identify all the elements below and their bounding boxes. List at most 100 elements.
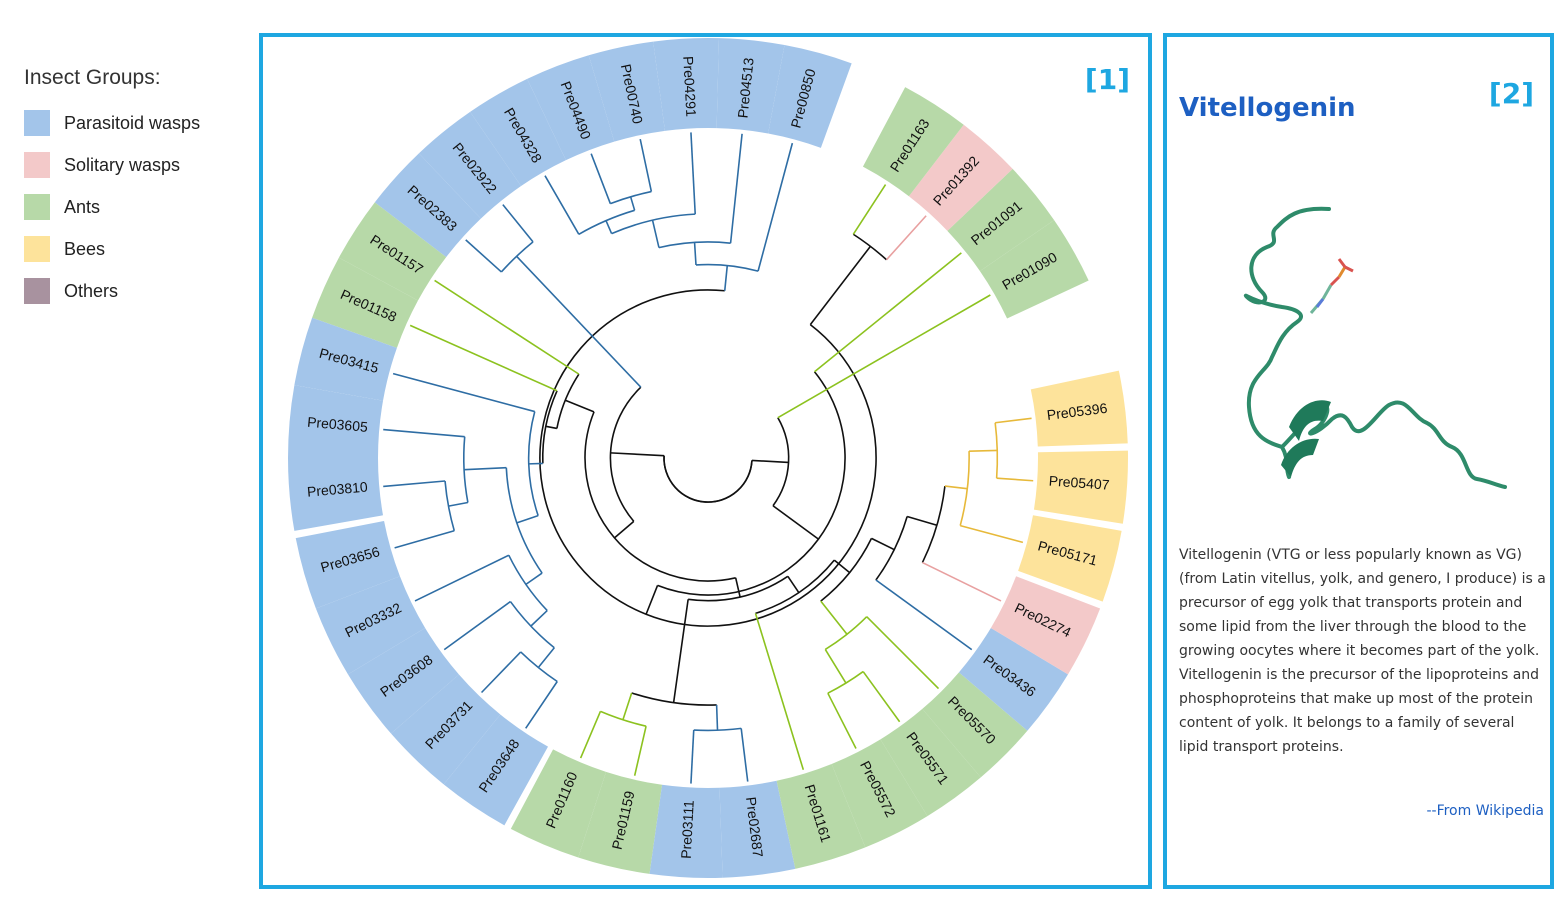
legend-title: Insect Groups: [24, 66, 161, 89]
ring-sector-Pre05396 [1030, 370, 1128, 447]
branch-edge-n33 [610, 452, 665, 457]
leaf-label-Pre04291[interactable]: Pre04291 [680, 56, 699, 118]
branch-edge-Pre05171 [960, 524, 1024, 544]
ring-sector-Pre02274 [990, 576, 1101, 675]
branch-edge-Pre03608 [443, 600, 511, 651]
branch-edge-Pre05570 [866, 616, 940, 690]
branch-edge-Pre01160 [579, 711, 602, 759]
branch-edge-Pre02687 [740, 728, 749, 782]
branch-arc-n4 [658, 241, 731, 249]
branch-edge-n28 [516, 514, 539, 524]
legend-swatch [24, 152, 50, 178]
branch-arc-n11 [959, 451, 970, 526]
protein-info-panel: [2] Vitellogenin Vitellogenin (VTG or le… [1163, 33, 1554, 889]
branch-edge-Pre03656 [394, 529, 455, 549]
ring-sector-Pre01158 [312, 257, 418, 348]
ring-sector-Pre01392 [908, 124, 1013, 231]
branch-edge-n32 [613, 520, 635, 539]
branch-edge-n14 [824, 648, 847, 684]
legend-label: Ants [64, 196, 101, 217]
legend-item-solitary[interactable]: Solitary wasps [24, 144, 244, 186]
leaf-label-Pre05396[interactable]: Pre05396 [1046, 400, 1108, 423]
panel-tag-2: [2] [1488, 77, 1534, 110]
branch-edge-Pre01163 [852, 184, 887, 235]
branch-edge-n20 [672, 599, 689, 703]
branch-edge-Pre02922 [502, 204, 534, 243]
ring-sector-Pre01159 [578, 771, 663, 874]
ring-sector-Pre03436 [958, 627, 1069, 731]
ring-sector-Pre05171 [1018, 515, 1122, 602]
insect-groups-legend: Insect Groups: Parasitoid wasps Solitary… [24, 66, 244, 312]
legend-item-ants[interactable]: Ants [24, 186, 244, 228]
leaf-label-Pre02687[interactable]: Pre02687 [743, 796, 766, 858]
leaf-label-Pre03810[interactable]: Pre03810 [306, 478, 368, 499]
ring-sector-Pre05572 [831, 739, 928, 848]
branch-edge-Pre05571 [862, 671, 901, 723]
source-link[interactable]: --From Wikipedia [1426, 803, 1544, 819]
legend-label: Solitary wasps [64, 154, 181, 175]
branch-arc-n13 [875, 516, 908, 581]
branch-edge-n7 [645, 585, 659, 615]
branch-arc-n31 [556, 373, 580, 429]
ring-sector-Pre03648 [443, 714, 549, 826]
branch-edge-Pre03436 [875, 579, 973, 651]
ring-sector-Pre03415 [294, 317, 397, 401]
ring-sector-Pre00850 [768, 45, 852, 148]
ring-sector-Pre01160 [510, 749, 607, 858]
ring-sector-Pre05570 [922, 672, 1028, 778]
ring-sector-Pre02922 [418, 111, 522, 219]
ring-sector-Pre02687 [719, 780, 796, 878]
legend-item-others[interactable]: Others [24, 270, 244, 312]
ring-sector-Pre05407 [1033, 450, 1128, 524]
branch-edge-n26 [530, 610, 548, 627]
branch-edge-Pre02274 [922, 561, 1002, 602]
branch-edge-Pre01158 [409, 324, 558, 392]
branch-edge-n4 [693, 242, 697, 265]
branch-edge-n18 [715, 704, 719, 731]
branch-edge-Pre01392 [885, 215, 927, 261]
ring-sector-Pre04490 [527, 55, 615, 161]
branch-edge-n21 [734, 577, 741, 598]
branch-edge-Pre03332 [414, 554, 510, 602]
branch-edge-Pre01157 [434, 279, 580, 375]
leaf-label-Pre03111[interactable]: Pre03111 [678, 800, 697, 860]
branch-edge-Pre03111 [690, 730, 695, 784]
branch-edge-n13 [871, 537, 895, 551]
branch-edge-Pre04513 [729, 133, 743, 244]
legend-item-bees[interactable]: Bees [24, 228, 244, 270]
leaf-label-Pre04513[interactable]: Pre04513 [734, 57, 756, 119]
branch-edge-n15 [820, 600, 848, 635]
branch-edge-n3 [651, 219, 660, 248]
leaf-label-Pre03605[interactable]: Pre03605 [307, 414, 369, 435]
branch-edge-Pre01090 [777, 294, 991, 419]
branch-arc-n16 [820, 538, 873, 602]
protein-structure-icon [1243, 206, 1507, 489]
branch-edge-n11 [944, 485, 968, 490]
branch-arc-n27 [508, 554, 548, 612]
leaf-label-Pre05407[interactable]: Pre05407 [1048, 473, 1110, 493]
branch-arc-n8 [657, 371, 846, 596]
branch-edge-n31 [564, 399, 595, 413]
branch-edge-n6 [809, 245, 872, 326]
ring-sector-Pre04513 [716, 38, 785, 134]
branch-edge-n22 [516, 255, 642, 388]
branch-edge-n9 [751, 459, 789, 464]
legend-swatch [24, 110, 50, 136]
branch-edge-Pre05572 [827, 692, 857, 749]
branch-edge-Pre01159 [633, 726, 647, 776]
branch-edge-Pre03415 [392, 372, 535, 413]
branch-edge-n25 [537, 647, 555, 669]
ring-sector-Pre03656 [295, 520, 400, 609]
branch-edge-Pre02383 [465, 239, 502, 273]
ring-sector-Pre05571 [880, 708, 981, 817]
ring-sector-Pre01161 [776, 763, 866, 869]
branch-edge-Pre03810 [383, 480, 446, 488]
ring-sector-Pre02383 [374, 153, 481, 258]
ring-sector-Pre04328 [470, 78, 566, 187]
protein-description: Vitellogenin (VTG or less popularly know… [1179, 547, 1546, 755]
branch-edge-n27 [525, 572, 543, 586]
branch-edge-n12 [906, 515, 938, 527]
legend-item-parasitoid[interactable]: Parasitoid wasps [24, 102, 244, 144]
ring-sector-Pre03810 [288, 458, 384, 531]
